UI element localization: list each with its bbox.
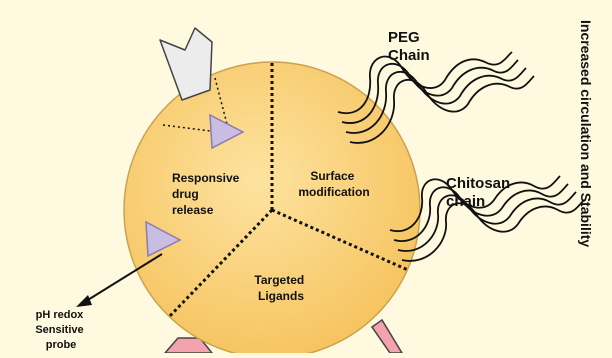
ligand-rod-icon [372, 320, 402, 353]
side-label: Increased circulation and Stability [578, 20, 594, 247]
probe-label: pH redox Sensitive probe [35, 309, 86, 351]
wavy-chain-icon [338, 52, 534, 143]
peg-chain-label: PEG Chain [388, 29, 430, 64]
arrowhead-shape-icon [160, 28, 212, 100]
